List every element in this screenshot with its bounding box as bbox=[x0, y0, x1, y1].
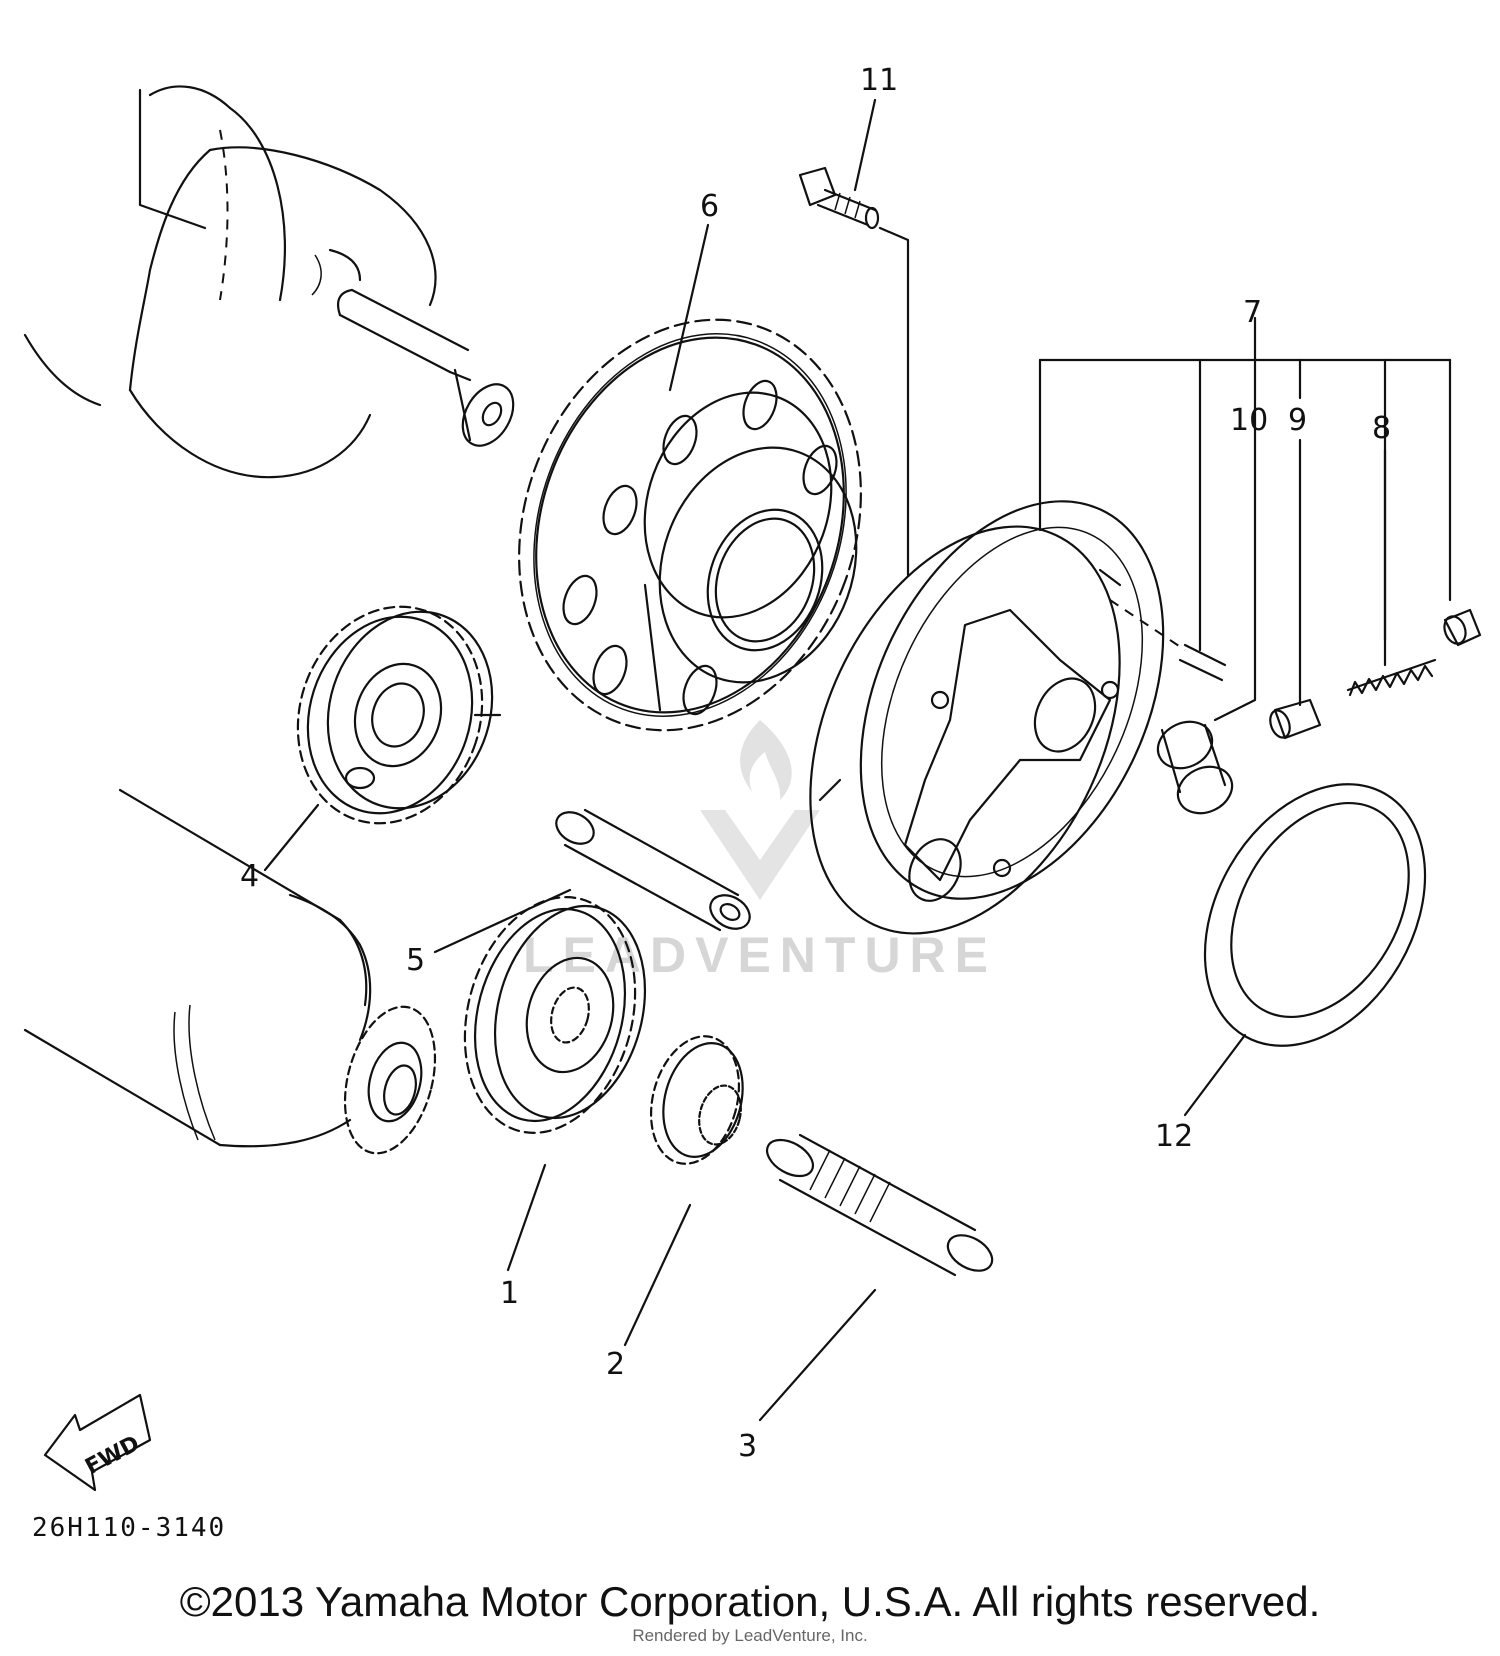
callout-7: 7 bbox=[1243, 295, 1262, 330]
part-2-small-gear bbox=[649, 1035, 744, 1165]
crankshaft-drawing bbox=[23, 85, 515, 479]
callout-12: 12 bbox=[1155, 1119, 1193, 1154]
callout-11: 11 bbox=[860, 63, 898, 98]
callout-3: 3 bbox=[738, 1429, 757, 1464]
part-5-shaft bbox=[555, 808, 751, 932]
part-10-roller bbox=[1156, 720, 1234, 815]
callout-4: 4 bbox=[240, 859, 259, 894]
forward-direction-label: FWD bbox=[81, 1431, 144, 1480]
callout-5: 5 bbox=[406, 943, 425, 978]
part-3-splined-shaft bbox=[765, 1133, 994, 1277]
watermark-flame-icon bbox=[740, 720, 792, 800]
part-6-starter-wheel-gear bbox=[518, 318, 862, 732]
watermark: LEADVENTURE bbox=[523, 720, 997, 983]
part-4-idler-gear bbox=[296, 605, 502, 825]
callout-6: 6 bbox=[700, 189, 719, 224]
part-12-ring bbox=[1203, 783, 1427, 1047]
part-8-spring bbox=[1346, 658, 1437, 697]
assembly-7-bracket bbox=[1038, 316, 1452, 722]
watermark-text: LEADVENTURE bbox=[523, 927, 997, 983]
forward-direction-marker: FWD bbox=[43, 1393, 152, 1492]
part-9-spring-cap bbox=[1269, 698, 1322, 740]
rendered-by-notice: Rendered by LeadVenture, Inc. bbox=[632, 1626, 868, 1645]
callout-8: 8 bbox=[1372, 411, 1391, 446]
leader-lines bbox=[263, 98, 1247, 1422]
copyright-notice: ©2013 Yamaha Motor Corporation, U.S.A. A… bbox=[179, 1578, 1321, 1625]
part-7-starter-clutch-assembly bbox=[809, 500, 1165, 935]
part-1-gear bbox=[463, 896, 647, 1134]
callout-2: 2 bbox=[606, 1347, 625, 1382]
part-7-pin bbox=[1109, 599, 1482, 682]
starter-motor-drawing bbox=[23, 788, 437, 1155]
part-11-bolt bbox=[798, 166, 910, 577]
callout-labels: 1 2 3 4 5 6 7 8 9 10 11 12 bbox=[240, 63, 1391, 1464]
callout-9: 9 bbox=[1288, 403, 1307, 438]
diagram-code: 26H110-3140 bbox=[32, 1513, 226, 1543]
callout-10: 10 bbox=[1230, 403, 1268, 438]
watermark-v-icon bbox=[700, 810, 820, 900]
callout-1: 1 bbox=[500, 1276, 519, 1311]
